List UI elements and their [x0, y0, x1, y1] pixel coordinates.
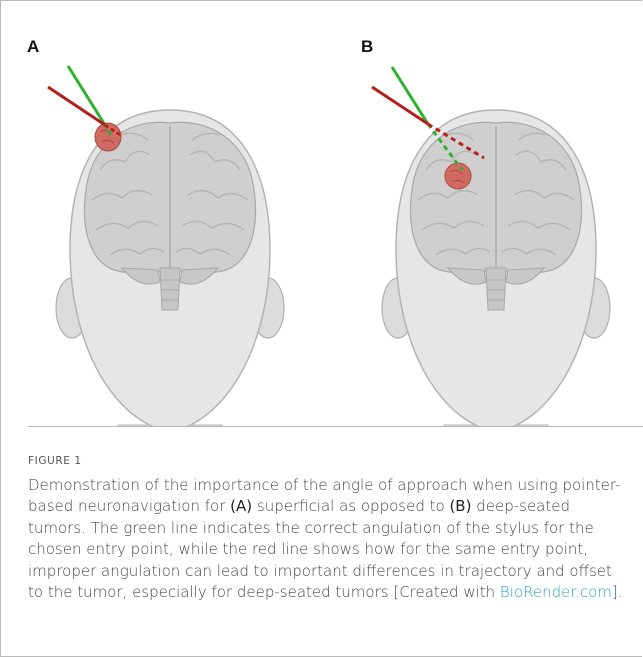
panel-b-illustration	[336, 110, 643, 427]
panel-label-b: B	[361, 37, 373, 57]
panel-a-red-line	[48, 87, 105, 125]
panel-b-tumor	[445, 163, 471, 189]
biorender-link[interactable]: BioRender.com	[500, 583, 612, 601]
panel-label-a: A	[27, 37, 39, 57]
figure-number: FIGURE 1	[28, 455, 82, 467]
panel-a-illustration	[10, 110, 330, 427]
figure-caption: Demonstration of the importance of the a…	[28, 475, 628, 603]
caption-text-2: superficial as opposed to	[252, 497, 449, 515]
panel-b-green-line	[392, 67, 428, 124]
caption-divider	[28, 426, 643, 427]
panel-b-red-line	[372, 87, 428, 124]
figure-illustration	[0, 0, 643, 427]
caption-ref-a: (A)	[230, 497, 252, 515]
caption-ref-b: (B)	[449, 497, 471, 515]
panel-a-green-line	[68, 66, 105, 125]
caption-text-4: ].	[612, 583, 623, 601]
